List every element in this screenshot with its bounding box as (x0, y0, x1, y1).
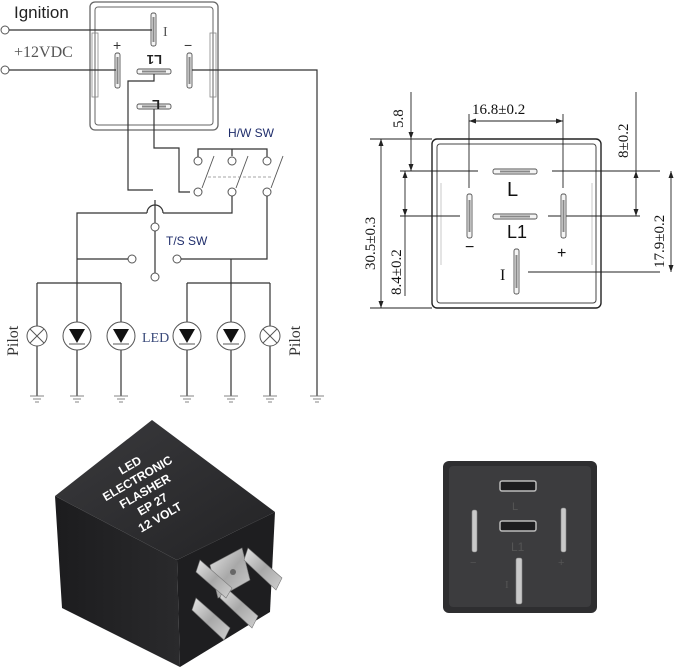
drawing-label-l: L (507, 179, 518, 201)
pilot-left-label: Pilot (5, 325, 22, 356)
pilot-lamp-right (259, 325, 281, 347)
bottom-label-l1: L1 (511, 540, 525, 554)
relay-pin-l-label: L (152, 97, 160, 112)
bottom-pin-positive (560, 507, 567, 553)
bottom-label-negative: − (470, 557, 476, 569)
hazard-switch-label: H/W SW (228, 126, 275, 140)
bottom-housing (443, 461, 597, 613)
drawing-label-ignition: I (500, 267, 505, 284)
led-3 (172, 321, 202, 351)
bottom-pin-ignition (515, 557, 523, 605)
led-label: LED (142, 331, 169, 346)
dim-top-offset: 5.8 (391, 109, 407, 128)
housing-text: LED ELECTRONIC FLASHER EP 27 12 VOLT (100, 453, 185, 536)
hazard-switch (193, 148, 284, 197)
drawing-pin-l (492, 168, 538, 175)
led-1 (62, 321, 92, 351)
bottom-pin-l1 (499, 520, 537, 532)
drawing-label-positive: + (557, 245, 566, 262)
ts-left-contact (127, 254, 137, 264)
bottom-label-ignition: I (505, 579, 509, 591)
housing-front (177, 512, 275, 667)
bottom-pin-l (499, 480, 537, 492)
dim-right-lower: 17.9±0.2 (652, 215, 668, 268)
relay-pin-positive (114, 52, 121, 89)
ignition-label: Ignition (14, 3, 69, 22)
drawing-pin-l1 (492, 213, 538, 220)
drawing-pin-ignition (513, 248, 520, 295)
relay-pin-l1 (136, 68, 172, 75)
housing-top (55, 420, 275, 560)
wiring-diagram: I + − L1 L Ignition +12VDC H/W SW (0, 1, 324, 403)
dim-right-upper: 8±0.2 (616, 124, 632, 158)
housing-side (55, 496, 180, 667)
bottom-pin-negative (471, 509, 478, 553)
turn-signal-switch-label: T/S SW (166, 234, 208, 248)
relay-pin-negative-label: − (184, 37, 192, 53)
housing-text-line-2: ELECTRONIC (100, 453, 175, 504)
housing-text-line-1: LED (116, 453, 144, 477)
bottom-label-positive: + (558, 557, 564, 569)
supply-label: +12VDC (14, 44, 73, 61)
housing-text-line-4: EP 27 (135, 490, 170, 519)
drawing-label-l1: L1 (507, 222, 527, 242)
relay-pin-negative (186, 52, 193, 89)
ground-symbols (30, 395, 324, 403)
drawing-label-negative: − (465, 239, 474, 256)
bottom-label-l: L (512, 501, 518, 513)
supply-terminal (0, 65, 10, 75)
ignition-terminal (0, 25, 10, 35)
angled-pins (191, 547, 283, 641)
housing-text-line-5: 12 VOLT (136, 499, 185, 535)
led-4 (216, 321, 246, 351)
led-2 (106, 321, 136, 351)
dim-l-to-l1: 8.4±0.2 (389, 249, 405, 295)
dim-pin-span: 16.8±0.2 (472, 102, 525, 118)
ts-right-contact (172, 254, 182, 264)
relay-pin-ignition-label: I (163, 25, 168, 40)
pilot-right-label: Pilot (287, 325, 304, 356)
relay-footprint (431, 138, 602, 309)
dim-overall-height: 30.5±0.3 (363, 217, 379, 270)
drawing-pin-positive (560, 193, 567, 239)
housing-text-line-3: FLASHER (117, 471, 173, 512)
relay-pin-l1-label: L1 (147, 52, 162, 67)
pilot-lamp-left (26, 325, 48, 347)
relay-pin-positive-label: + (113, 37, 121, 53)
drawing-pin-negative (466, 193, 473, 239)
